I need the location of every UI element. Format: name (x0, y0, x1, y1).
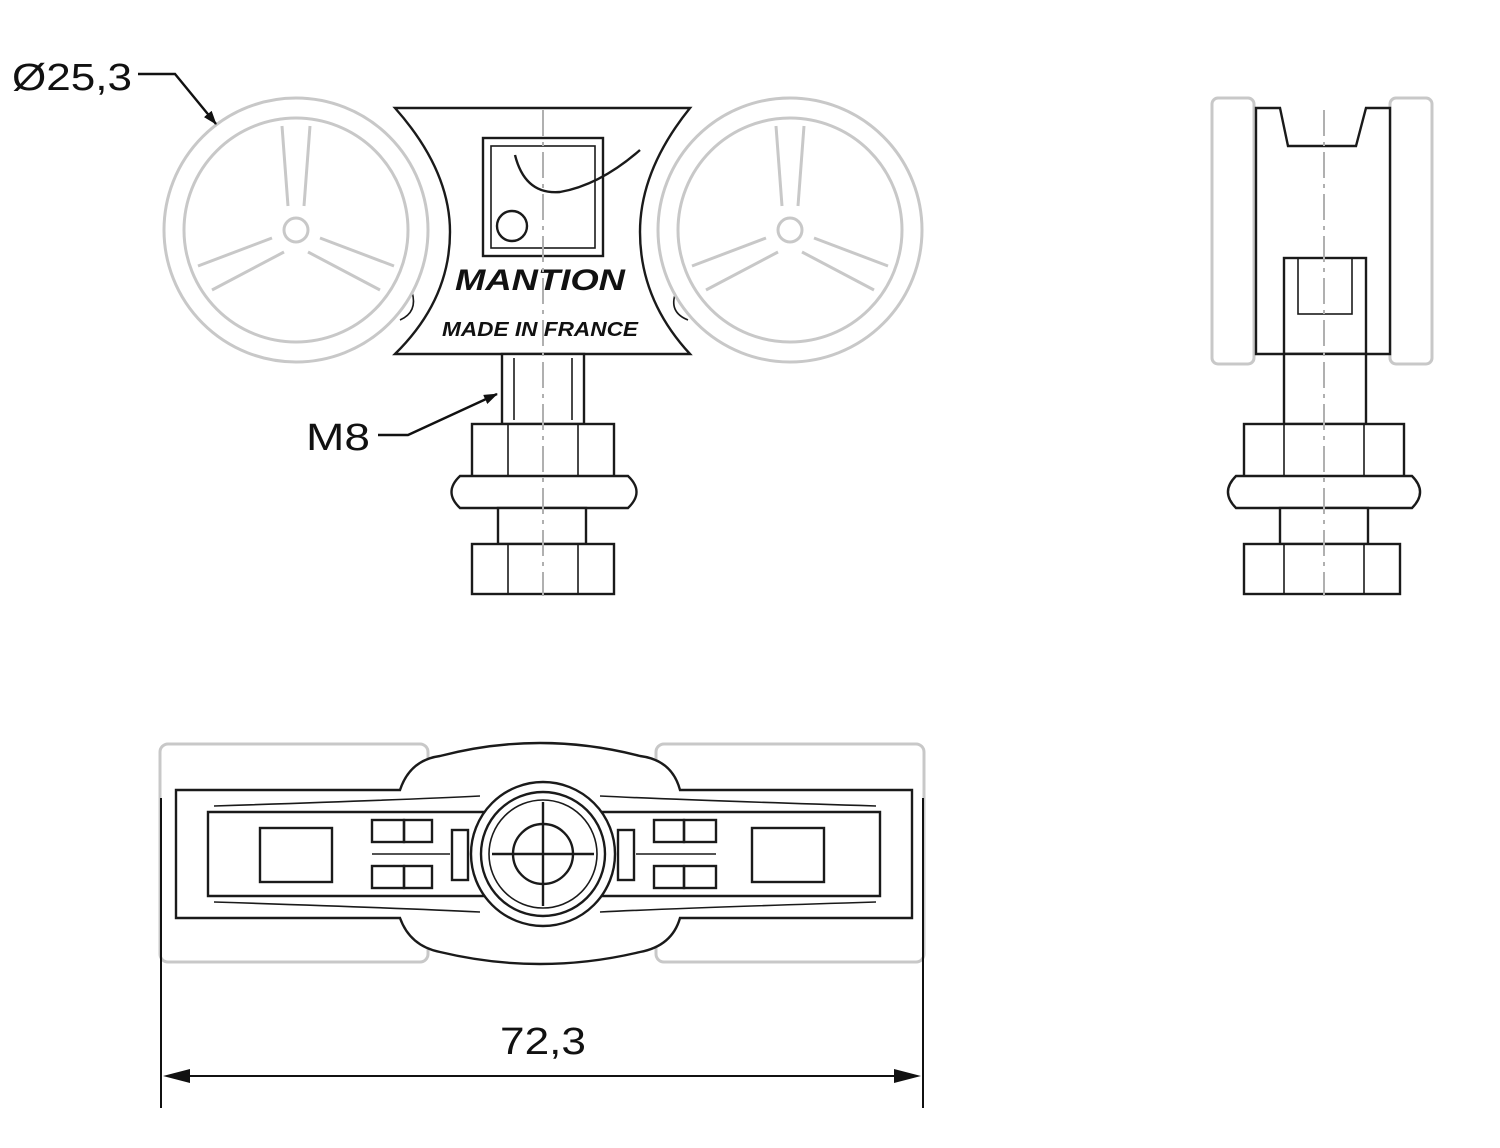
side-wheel-right (1388, 96, 1434, 366)
top-tabs-right (636, 818, 718, 890)
top-tabs-left (370, 818, 450, 890)
width-label: 72,3 (500, 1021, 586, 1063)
thread-label: M8 (306, 417, 370, 459)
diameter-leader (138, 72, 217, 125)
side-wheel-left (1210, 96, 1256, 366)
width-arrow-left (163, 1069, 190, 1083)
dimension-diameter: Ø25,3 (12, 57, 217, 125)
logo-swoosh (513, 149, 641, 194)
dimension-width: 72,3 (160, 798, 924, 1108)
top-grip-left (450, 828, 470, 882)
top-view (158, 741, 926, 966)
logo-dot (495, 209, 529, 243)
side-lower-nut (1242, 542, 1402, 596)
diameter-label: Ø25,3 (12, 57, 132, 99)
dimension-thread: M8 (306, 392, 498, 459)
top-slider-bar (206, 810, 882, 898)
origin-label: MADE IN FRANCE (442, 319, 639, 341)
side-view (1210, 96, 1434, 596)
thread-leader (378, 392, 498, 437)
left-wheel (162, 96, 430, 364)
top-grip-right (616, 828, 636, 882)
width-arrow-right (894, 1069, 921, 1083)
brand-label: MANTION (455, 264, 627, 297)
front-view: MANTION MADE IN FRANCE (162, 96, 924, 596)
left-clip-arc (399, 291, 415, 321)
top-slot-left (258, 826, 334, 884)
top-slot-right (750, 826, 826, 884)
right-wheel (656, 96, 924, 364)
